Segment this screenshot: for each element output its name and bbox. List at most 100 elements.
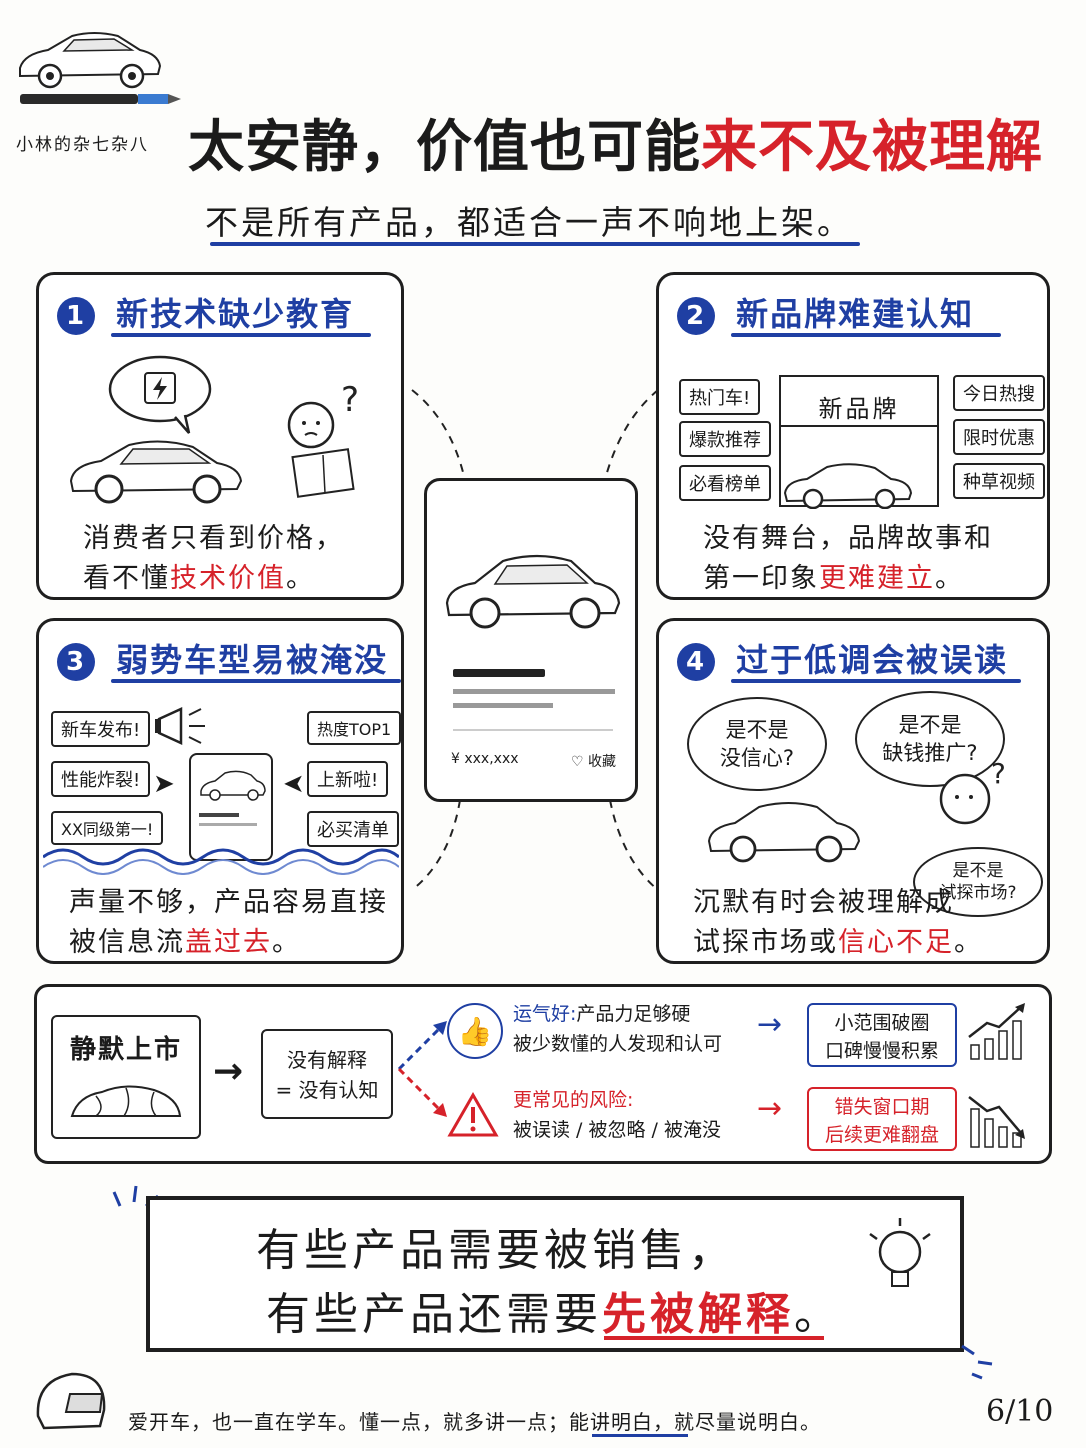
panel-1-desc: 消费者只看到价格， 看不懂技术价值。: [83, 519, 344, 599]
flow-middle-line2: = 没有认知: [275, 1078, 379, 1102]
panel-new-tech: 1 新技术缺少教育 ? 消费者只看到价格， 看不懂技术价值。: [36, 272, 404, 600]
panel-1-header: 1 新技术缺少教育: [57, 289, 354, 335]
pen-icon: [18, 88, 183, 110]
brand-label: 小林的杂七杂八: [16, 135, 149, 155]
phone-text-bar-1: [453, 689, 615, 694]
flow-start-box: 静默上市: [51, 1015, 201, 1139]
title-part1: 太安静，价值也可能: [188, 115, 701, 180]
panel-2-desc-line1: 没有舞台，品牌故事和: [703, 523, 993, 554]
tag-left-1: 新车发布!: [51, 711, 151, 747]
phone-title-bar: [453, 669, 545, 677]
footer-text: 爱开车，也一直在学车。懂一点，就多讲一点；能讲明白，就尽量说明白。: [128, 1410, 821, 1434]
conclusion-underline: [604, 1336, 824, 1340]
flow-branch-arrows: [395, 1007, 455, 1131]
panel-4-desc: 沉默有时会被理解成 试探市场或信心不足。: [693, 883, 983, 963]
mini-phone-icon: [189, 753, 273, 861]
panel-4-underline: [731, 679, 1021, 683]
sparkle-marks-right-icon: [958, 1340, 1008, 1384]
confused-person-icon: ?: [269, 380, 379, 507]
panel-2-number: 2: [677, 297, 715, 335]
lightbulb-icon: [860, 1214, 940, 1308]
flow-good-text: 运气好:产品力足够硬 被少数懂的人发现和认可: [513, 999, 722, 1059]
panel-2-desc-red: 更难建立: [819, 563, 935, 594]
page-title: 太安静，价值也可能来不及被理解: [188, 102, 1043, 183]
flow-middle-line1: 没有解释: [287, 1048, 367, 1072]
panel-1-desc-plain: 看不懂: [83, 563, 170, 594]
title-part2: 来不及被理解: [701, 115, 1043, 180]
panel-4-car-icon: [703, 789, 863, 869]
conclusion-line2-red: 先被解释: [602, 1289, 794, 1340]
panel-2-desc-line2: 第一印象更难建立。: [703, 559, 993, 599]
phone-divider: [453, 729, 613, 731]
flow-good-arrow-icon: →: [757, 1007, 783, 1042]
panel-1-underline: [111, 333, 371, 337]
thumbs-up-icon: 👍: [447, 1003, 503, 1059]
tag-right-2: 限时优惠: [953, 419, 1045, 455]
flow-arrow-icon: →: [213, 1051, 244, 1092]
phone-card: ¥ xxx,xxx ♡ 收藏: [424, 478, 638, 802]
panel-2-title: 新品牌难建认知: [736, 295, 975, 333]
panel-4-number: 4: [677, 643, 715, 681]
flow-panel: 静默上市 → 没有解释 = 没有认知 👍 运气好:产品力足够硬 被少数懂的人发现…: [34, 984, 1052, 1164]
conclusion-line2-plain: 有些产品还需要: [266, 1289, 602, 1340]
megaphone-icon: [153, 701, 213, 755]
flow-good-text2: 被少数懂的人发现和认可: [513, 1033, 723, 1055]
svg-text:?: ?: [341, 383, 359, 420]
panel-4-title: 过于低调会被误读: [736, 641, 1009, 679]
tag-right-3: 必买清单: [307, 811, 399, 847]
store-sign: 新品牌: [818, 395, 900, 423]
panel-1-title: 新技术缺少教育: [116, 295, 355, 333]
thought-bubble-3: 是不是 试探市场?: [913, 847, 1043, 917]
store-car-icon: [781, 453, 915, 513]
panel-3-number: 3: [57, 643, 95, 681]
flow-good-result2: 口碑慢慢积累: [824, 1040, 939, 1062]
tag-right-3: 种草视频: [953, 463, 1045, 499]
information-wave-icon: [42, 839, 400, 879]
dashed-connectors: [400, 380, 670, 914]
panel-4-desc-end: 。: [954, 927, 983, 958]
arrow-left-icon: ➤: [153, 769, 175, 799]
panel-2-header: 2 新品牌难建认知: [677, 289, 974, 335]
phone-fav-button[interactable]: ♡ 收藏: [571, 754, 617, 770]
panel-3-desc-red: 盖过去: [185, 927, 272, 958]
flow-bad-label: 更常见的风险:: [513, 1089, 634, 1111]
tag-left-3: XX同级第一!: [51, 811, 164, 845]
flow-middle-box: 没有解释 = 没有认知: [261, 1029, 393, 1119]
panel-3-header: 3 弱势车型易被淹没: [57, 635, 388, 681]
conclusion-line1: 有些产品需要被销售，: [256, 1225, 736, 1276]
flow-bad-text: 更常见的风险: 被误读 / 被忽略 / 被淹没: [513, 1085, 721, 1145]
phone-text-bar-2: [453, 703, 553, 708]
tag-left-1: 热门车!: [679, 379, 761, 415]
decline-chart-icon: [965, 1089, 1029, 1155]
flow-good-text1: 产品力足够硬: [576, 1003, 691, 1025]
panel-1-number: 1: [57, 297, 95, 335]
subtitle-underline: [210, 242, 860, 246]
flow-bad-result: 错失窗口期 后续更难翻盘: [807, 1087, 957, 1151]
car-illustration: [65, 425, 245, 509]
panel-3-desc-end: 。: [272, 927, 301, 958]
covered-car-icon: [70, 1085, 182, 1117]
thinking-person-icon: ?: [925, 757, 1015, 855]
panel-1-desc-line1: 消费者只看到价格，: [83, 523, 344, 554]
flow-good-result: 小范围破圈 口碑慢慢积累: [807, 1003, 957, 1067]
tag-right-1: 热度TOP1: [307, 711, 402, 745]
panel-3-desc: 声量不够，产品容易直接 被信息流盖过去。: [69, 883, 388, 963]
flow-bad-desc: 被误读 / 被忽略 / 被淹没: [513, 1119, 721, 1141]
panel-new-brand: 2 新品牌难建认知 新品牌 热门车! 爆款推荐 必看榜单 今日热搜 限时优惠 种…: [656, 272, 1050, 600]
panel-weak-models: 3 弱势车型易被淹没 新车发布! 性能炸裂! XX同级第一! 热度TOP1 上新…: [36, 618, 404, 964]
panel-2-desc-plain: 第一印象: [703, 563, 819, 594]
footer-underline: [592, 1434, 688, 1437]
growth-chart-icon: [965, 1001, 1029, 1067]
panel-2-desc-end: 。: [935, 563, 964, 594]
panel-1-desc-line2: 看不懂技术价值。: [83, 559, 344, 599]
panel-3-desc-line1: 声量不够，产品容易直接: [69, 887, 388, 918]
flow-bad-result2: 后续更难翻盘: [824, 1124, 939, 1146]
tag-right-1: 今日热搜: [953, 375, 1045, 411]
panel-4-desc-plain: 试探市场或: [693, 927, 838, 958]
tag-left-2: 爆款推荐: [679, 421, 771, 457]
panel-3-desc-plain: 被信息流: [69, 927, 185, 958]
tag-right-2: 上新啦!: [307, 761, 389, 797]
flow-bad-arrow-icon: →: [757, 1091, 783, 1126]
panel-4-desc-red: 信心不足: [838, 927, 954, 958]
panel-3-desc-line2: 被信息流盖过去。: [69, 923, 388, 963]
